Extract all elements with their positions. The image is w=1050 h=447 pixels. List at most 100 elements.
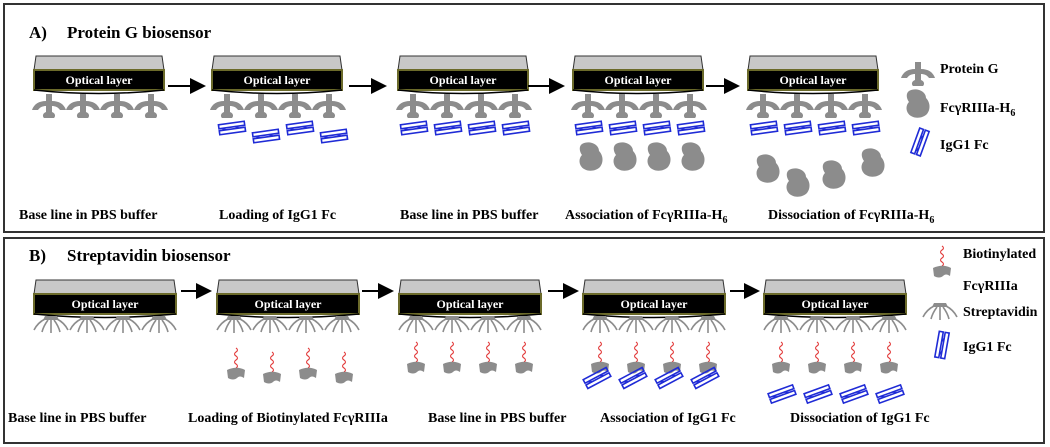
biotinylated-fcgr-icon (406, 341, 426, 375)
optical-layer-label: Optical layer (437, 297, 505, 311)
biotinylated-fcgr-icon (442, 341, 462, 375)
biotinylated-fcgr-icon (771, 341, 791, 375)
sensor-a-4: Optical layer (572, 55, 704, 95)
protein-g-icon (210, 94, 244, 118)
fcgr-h6-icon (786, 168, 810, 197)
legend-protein-g-label: Protein G (940, 62, 999, 77)
biotinylated-fcgr-icon (478, 341, 498, 375)
sensor-surface (397, 89, 529, 95)
optical-layer (33, 293, 177, 315)
caption-b-5: Dissociation of IgG1 Fc (790, 411, 930, 426)
optical-layer (398, 293, 542, 315)
caption-a-2: Loading of IgG1 Fc (219, 208, 337, 223)
igg-fc-icon (817, 120, 847, 136)
sensor-cap (211, 55, 343, 71)
caption-b-4: Association of IgG1 Fc (600, 411, 736, 426)
protein-g-icon (134, 94, 168, 118)
sensor-cap (582, 279, 726, 295)
igg-fc-icon (399, 120, 429, 136)
caption-b-2: Loading of Biotinylated FcγRIIIa (188, 411, 388, 426)
igg-fc-icon (467, 120, 497, 136)
caption-a-1: Base line in PBS buffer (19, 208, 158, 223)
protein-g-icon (244, 94, 278, 118)
legend-protein-g-icon (901, 62, 935, 86)
fcgr-h6-icon (647, 142, 671, 171)
sensor-cap (572, 55, 704, 71)
legend-streptavidin-label: Streptavidin (963, 305, 1038, 320)
legend-fcgr-b-label: FcγRIIIa (963, 279, 1018, 294)
optical-layer-label: Optical layer (430, 73, 498, 87)
protein-g-icon (100, 94, 134, 118)
streptavidin-icon (618, 315, 654, 334)
streptavidin-icon (398, 315, 434, 334)
legend-igg-icon-a (910, 127, 930, 157)
caption-b-3: Base line in PBS buffer (428, 411, 567, 426)
legend-biotinylated-label: Biotinylated (963, 247, 1037, 262)
optical-layer (763, 293, 907, 315)
optical-layer (582, 293, 726, 315)
streptavidin-icon (835, 315, 871, 334)
streptavidin-icon (252, 315, 288, 334)
panel-a: A) Protein G biosensor Base line in PBS … (3, 3, 1045, 233)
panel-a-label: A) (29, 23, 47, 42)
fcgr-h6-icon (681, 142, 705, 171)
caption-a-4: Association of FcγRIIIa-H6 (565, 208, 728, 226)
streptavidin-icon (582, 315, 618, 334)
fcgr-h6-icon (822, 160, 846, 189)
caption-a-5: Dissociation of FcγRIIIa-H6 (768, 208, 935, 226)
fcgr-h6-icon (579, 142, 603, 171)
protein-g-icon (32, 94, 66, 118)
sensor-a-1: Optical layer (33, 55, 165, 95)
streptavidin-icon (799, 315, 835, 334)
legend-igg-label-b: IgG1 Fc (963, 340, 1012, 355)
optical-layer-label: Optical layer (621, 297, 689, 311)
protein-g-icon (673, 94, 707, 118)
igg-fc-icon (676, 120, 706, 136)
protein-g-icon (396, 94, 430, 118)
protein-g-icon (464, 94, 498, 118)
optical-layer-label: Optical layer (605, 73, 673, 87)
streptavidin-icon (690, 315, 726, 334)
sensor-surface (572, 89, 704, 95)
optical-layer-label: Optical layer (255, 297, 323, 311)
igg-fc-icon (501, 120, 531, 136)
protein-g-icon (639, 94, 673, 118)
igg-fc-icon (875, 384, 905, 404)
biotinylated-fcgr-icon (298, 347, 318, 381)
optical-layer (747, 69, 879, 91)
sensor-b-4: Optical layer (582, 279, 726, 319)
streptavidin-icon (288, 315, 324, 334)
sensor-surface (33, 89, 165, 95)
legend-fcgr-label: FcγRIIIa-H6 (940, 101, 1016, 119)
igg-fc-icon (783, 120, 813, 136)
fcgr-h6-icon (613, 142, 637, 171)
sensor-surface (582, 313, 726, 319)
streptavidin-icon (470, 315, 506, 334)
protein-g-icon (814, 94, 848, 118)
legend-fcgr-icon (906, 89, 930, 118)
legend-streptavidin-icon (922, 302, 958, 321)
protein-g-icon (605, 94, 639, 118)
igg-fc-icon (642, 120, 672, 136)
protein-g-icon (746, 94, 780, 118)
protein-g-icon (312, 94, 346, 118)
sensor-surface (216, 313, 360, 319)
sensor-surface (33, 313, 177, 319)
optical-layer (211, 69, 343, 91)
igg-fc-icon (767, 384, 797, 404)
igg-fc-icon (608, 120, 638, 136)
igg-fc-icon (251, 128, 281, 144)
biotinylated-fcgr-icon (514, 341, 534, 375)
sensor-b-1: Optical layer (33, 279, 177, 319)
optical-layer (572, 69, 704, 91)
biosensor-parts (32, 62, 958, 404)
sensor-b-2: Optical layer (216, 279, 360, 319)
optical-layer-label: Optical layer (72, 297, 140, 311)
igg-fc-icon (803, 384, 833, 404)
streptavidin-icon (324, 315, 360, 334)
optical-layer (216, 293, 360, 315)
protein-g-icon (780, 94, 814, 118)
sensor-cap (398, 279, 542, 295)
biotinylated-fcgr-icon (226, 347, 246, 381)
